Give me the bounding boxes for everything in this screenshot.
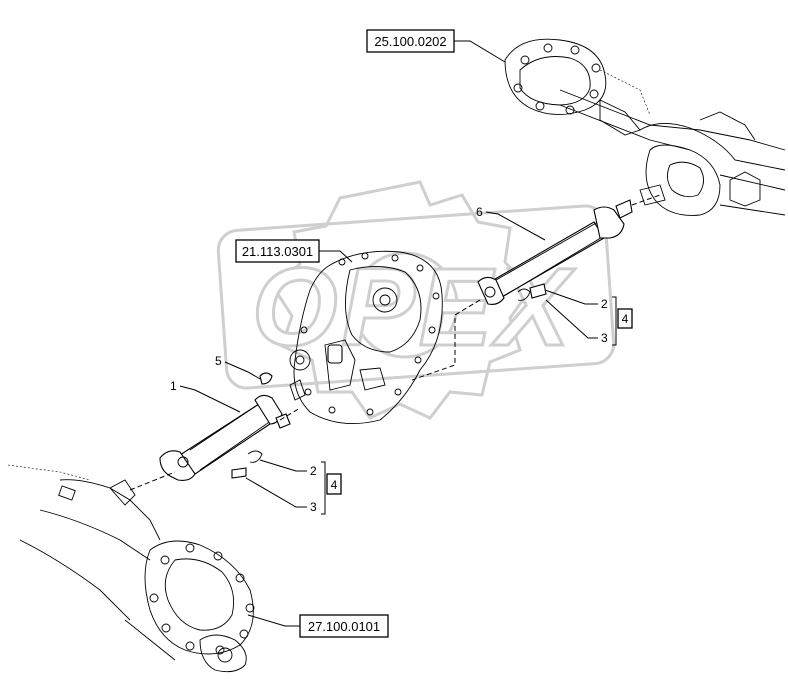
callout-item-4-lower-box [326,473,342,495]
callout-group-upper: 2 3 4 [544,289,633,346]
callout-group-lower: 2 3 4 [245,459,342,515]
rear-axle-drawing [7,464,255,673]
callout-item-3-lower: 3 [310,500,317,514]
gearbox-drawing [289,250,443,425]
callout-item-5-group: 5 [215,354,273,385]
callout-item-1-group: 1 [170,379,241,413]
reference-rear-axle-label: 27.100.0101 [308,619,380,634]
upper-driveshaft [411,194,661,381]
callout-item-5: 5 [215,354,222,368]
callout-item-4-upper: 4 [622,312,629,326]
callout-item-2-lower: 2 [310,464,317,478]
item-5-clip [259,372,273,385]
callout-item-6: 6 [476,205,483,219]
lower-driveshaft [129,394,301,491]
watermark-frame [216,204,616,390]
callout-item-6-group: 6 [476,205,546,241]
reference-box-front-axle[interactable]: 25.100.0202 [366,29,506,63]
front-axle-drawing [504,38,786,216]
callout-item-4-lower: 4 [331,478,338,492]
reference-front-axle-label: 25.100.0202 [374,34,446,49]
callout-item-3-upper: 3 [601,331,608,345]
callout-item-2-upper: 2 [601,297,608,311]
reference-box-rear-axle[interactable]: 27.100.0101 [247,614,389,638]
reference-box-gearbox[interactable]: 21.113.0301 [235,239,353,263]
reference-gearbox-label: 21.113.0301 [242,244,313,259]
callout-item-1: 1 [170,379,177,393]
watermark: OPEX [216,180,616,420]
callout-item-4-upper-box [617,308,633,329]
